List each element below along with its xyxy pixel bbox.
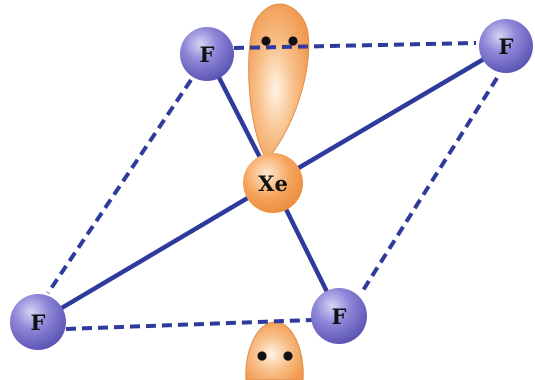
lone-pair-top-lobe <box>248 3 310 161</box>
fluorine-sphere <box>311 288 367 344</box>
outline-left-edge <box>46 78 193 295</box>
lone-pair-bottom <box>245 321 304 380</box>
xenon-label: Xe <box>258 171 288 196</box>
fluorine-atom-top-left: F <box>180 27 234 81</box>
outline-bottom-edge <box>65 318 313 331</box>
fluorine-sphere <box>180 27 234 81</box>
outline-top-edge <box>233 41 477 50</box>
lone-pair-bottom-lobe <box>245 321 304 380</box>
planar-outline <box>46 41 499 331</box>
fluorine-atom-bottom-left: F <box>10 294 66 350</box>
lone-pair-top-electron <box>261 36 271 46</box>
fluorine-label: F <box>200 42 215 67</box>
fluorine-label: F <box>31 310 46 335</box>
lone-pair-bottom-electron <box>257 351 267 361</box>
fluorine-label: F <box>499 34 514 59</box>
fluorine-sphere <box>479 19 533 73</box>
fluorine-atom-bottom-right: F <box>311 288 367 344</box>
lone-pair-top-electron <box>288 36 298 46</box>
fluorine-label: F <box>332 304 347 329</box>
xenon-sphere <box>243 153 303 213</box>
outline-right-edge <box>360 76 499 294</box>
lone-pair-bottom-electron <box>283 351 293 361</box>
lone-pair-top <box>248 3 310 161</box>
xenon-atom: Xe <box>243 153 303 213</box>
bond-xe-f-top-right <box>270 43 509 186</box>
fluorine-atom-top-right: F <box>479 19 533 73</box>
fluorine-sphere <box>10 294 66 350</box>
bond-xe-f-bottom-left <box>35 180 276 325</box>
